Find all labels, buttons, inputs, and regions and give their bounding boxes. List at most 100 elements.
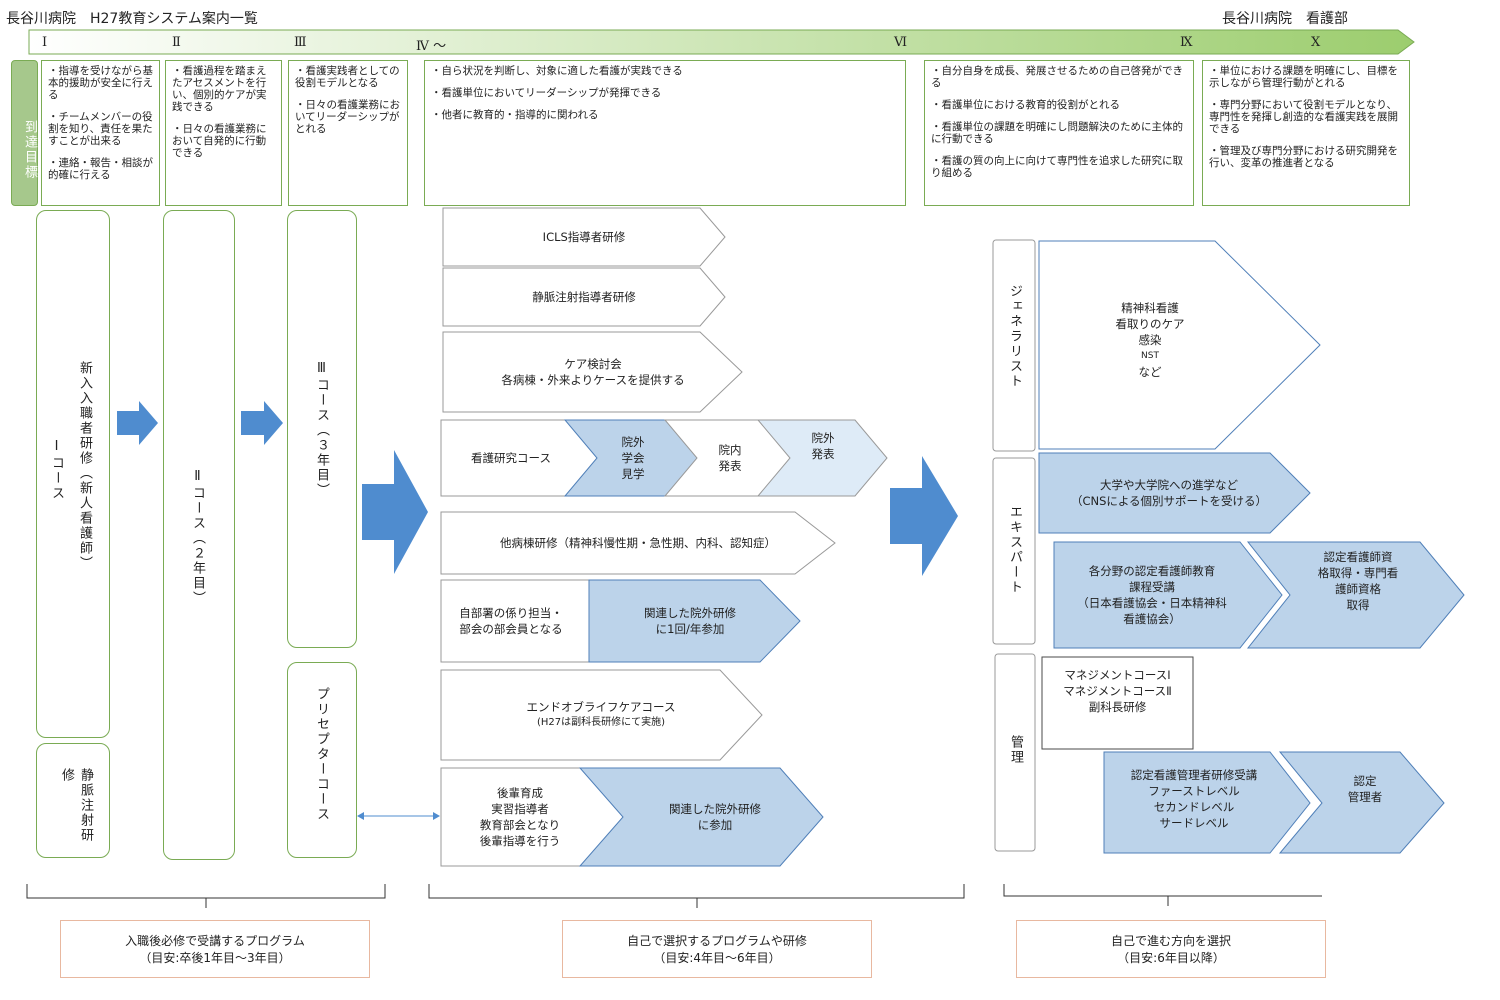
step-text: 見学 [621, 467, 645, 481]
certified-nurse-education[interactable]: 各分野の認定看護師教育課程受講 （日本看護協会・日本精神科看護協会） [1054, 542, 1250, 648]
big-arrow-icon [362, 450, 428, 574]
dept-label-1: 自部署の係り担当・ [459, 606, 563, 620]
goal-box-6: ・単位における課題を明確にし、目標を示しながら管理行動がとれる ・専門分野におい… [1202, 60, 1410, 206]
management-label: 管理 [1008, 735, 1023, 765]
exp-text: 課程受講 [1129, 580, 1175, 594]
preceptor-label: プリセプターコース [314, 687, 329, 822]
level-1: Ⅰ [42, 35, 48, 50]
end-of-life-course[interactable]: エンドオブライフケアコース (H27は副科長研修にて実施) [441, 670, 761, 760]
mgmt-text: 認定看護管理者研修受講 [1130, 767, 1258, 782]
mgmt-text: マネジメントコースⅠ [1064, 668, 1171, 682]
external-training: 関連した院外研修に参加 [625, 768, 805, 866]
gen-item: など [1138, 365, 1162, 379]
certified-manager-training[interactable]: 認定看護管理者研修受講ファーストレベルセカンドレベルサードレベル [1104, 748, 1284, 849]
other-ward-course[interactable]: 他病棟研修（精神科慢性期・急性期、内科、認知症） [441, 512, 835, 574]
care-label-2: 各病棟・外来よりケースを提供する [501, 373, 685, 387]
goal-box-4: ・自ら状況を判断し、対象に適した看護が実践できる ・看護単位においてリーダーシッ… [424, 60, 906, 206]
iv-instructor-course[interactable]: 静脈注射指導者研修 [443, 268, 725, 326]
level-4: Ⅳ ～ [416, 39, 447, 54]
course-1-box: 新入入職者研修（新人看護師） Ⅰコース [36, 210, 110, 738]
ext-text: に1回/年参加 [655, 622, 725, 636]
note-elective: 自己で選択するプログラムや研修 （目安:4年目～6年目） [562, 920, 872, 978]
exp-text: 各分野の認定看護師教育 [1088, 564, 1216, 578]
gen-item: 看取りのケア [1115, 317, 1185, 331]
note-career: 自己で進む方向を選択 （目安:6年目以降） [1016, 920, 1326, 978]
ext-text: に参加 [697, 818, 733, 832]
level-3: Ⅲ [294, 35, 307, 50]
care-conference[interactable]: ケア検討会各病棟・外来よりケースを提供する [443, 332, 743, 412]
jr-text: 後輩指導を行う [479, 834, 561, 848]
mgmt-text: 副科長研修 [1088, 700, 1147, 714]
exp-text: 格取得・専門看 [1317, 566, 1399, 580]
goal-text: ・看護単位の課題を明確にし問題解決のために主体的に行動できる [931, 121, 1183, 145]
management-courses[interactable]: マネジメントコースⅠ マネジメントコースⅡ 副科長研修 [1042, 645, 1193, 737]
jr-text: 実習指導者 [491, 802, 549, 816]
course-3-label: Ⅲコース（３年目） [314, 361, 329, 498]
eol-note: (H27は副科長研修にて実施) [536, 717, 666, 728]
exp-text: 看護協会） [1123, 612, 1181, 626]
course-3-box: Ⅲコース（３年目） [287, 210, 357, 648]
icls-course[interactable]: ICLS指導者研修 [443, 208, 725, 266]
goal-text: ・連絡・報告・相談が的確に行える [48, 157, 153, 181]
note-text: （目安:6年目以降） [1117, 951, 1225, 965]
goal-text: ・看護過程を踏まえたアセスメントを行い、個別的ケアが実践できる [172, 65, 267, 113]
goal-text: ・日々の看護業務においてリーダーシップがとれる [295, 99, 400, 135]
jr-text: 教育部会となり [479, 818, 561, 832]
arrow-icon [241, 401, 283, 445]
step-text: 学会 [621, 451, 645, 465]
generalist-label: ジェネラリスト [1007, 284, 1022, 389]
mgmt-text: ファーストレベル [1148, 783, 1240, 798]
junior-development[interactable]: 後輩育成実習指導者教育部会となり後輩指導を行う [441, 768, 599, 866]
exp-text: （日本看護協会・日本精神科 [1077, 596, 1227, 610]
iv-training-label: 静脈注射研修 [59, 768, 93, 843]
preceptor-box: プリセプターコース [287, 662, 357, 858]
ext-text: 関連した院外研修 [669, 802, 761, 816]
step-text: 院外 [621, 435, 645, 449]
department-role[interactable]: 自部署の係り担当・部会の部会員となる [441, 580, 581, 662]
goal-text: ・管理及び専門分野における研究開発を行い、変革の推進者となる [1209, 145, 1398, 169]
department-title: 長谷川病院 看護部 [1222, 11, 1348, 27]
mgmt-text: セカンドレベル [1153, 799, 1235, 814]
note-text: （目安:4年目～6年目） [653, 951, 781, 965]
step-text: 院内 [718, 443, 742, 457]
research-step-3: 院外発表 [785, 408, 861, 484]
goal-text: ・看護単位においてリーダーシップが発揮できる [431, 87, 662, 99]
goal-box-1: ・指導を受けながら基本的援助が安全に行える ・チームメンバーの役割を知り、責任を… [41, 60, 160, 206]
mgmt-text: サードレベル [1159, 815, 1229, 830]
goal-text: ・自ら状況を判断し、対象に適した看護が実践できる [431, 65, 683, 77]
exp-text: （CNSによる個別サポートを受ける） [1070, 494, 1268, 508]
course-1-label: 新入入職者研修（新人看護師） [77, 361, 92, 571]
eol-label: エンドオブライフケアコース [526, 700, 676, 714]
generalist-items: 精神科看護 看取りのケア 感染 NST など [1070, 280, 1230, 400]
external-training-yearly: 関連した院外研修に1回/年参加 [600, 580, 780, 662]
level-6: Ⅵ [894, 35, 908, 50]
dept-label-2: 部会の部会員となる [459, 622, 563, 636]
gen-item: 精神科看護 [1121, 301, 1179, 315]
research-label: 看護研究コース [471, 451, 551, 465]
goal-box-3: ・看護実践者としての役割モデルとなる ・日々の看護業務においてリーダーシップがと… [288, 60, 408, 206]
step-text: 院外 [811, 431, 835, 445]
exp-text: 認定看護師資 [1323, 550, 1393, 564]
course-2-label: Ⅱコース（２年目） [190, 469, 205, 606]
big-arrow-icon [890, 456, 958, 576]
expert-label: エキスパート [1007, 505, 1022, 595]
mgmt-text: マネジメントコースⅡ [1063, 684, 1172, 698]
research-step-1: 院外学会見学 [595, 420, 671, 496]
goal-box-5: ・自分自身を成長、発展させるための自己啓発ができる ・看護単位における教育的役割… [924, 60, 1194, 206]
page-title: 長谷川病院 H27教育システム案内一覧 [6, 11, 258, 27]
goal-text: ・自分自身を成長、発展させるための自己啓発ができる [931, 65, 1183, 89]
exp-text: 取得 [1346, 598, 1370, 612]
exp-text: 大学や大学院への進学など [1100, 478, 1238, 492]
note-required: 入職後必修で受講するプログラム （目安:卒後1年目～3年目） [60, 920, 370, 978]
jr-text: 後輩育成 [497, 786, 543, 800]
graduate-study[interactable]: 大学や大学院への進学など （CNSによる個別サポートを受ける） [1039, 453, 1299, 533]
research-course[interactable]: 看護研究コース [441, 420, 581, 496]
goal-text: ・指導を受けながら基本的援助が安全に行える [48, 65, 153, 101]
level-arrow-bar [28, 29, 1415, 55]
goal-text: ・チームメンバーの役割を知り、責任を果たすことが出来る [48, 111, 153, 147]
level-9: Ⅸ [1180, 35, 1193, 50]
mgmt-text: 管理者 [1347, 789, 1383, 804]
goal-text: ・看護単位における教育的役割がとれる [931, 99, 1120, 111]
exp-text: 護師資格 [1335, 582, 1381, 596]
